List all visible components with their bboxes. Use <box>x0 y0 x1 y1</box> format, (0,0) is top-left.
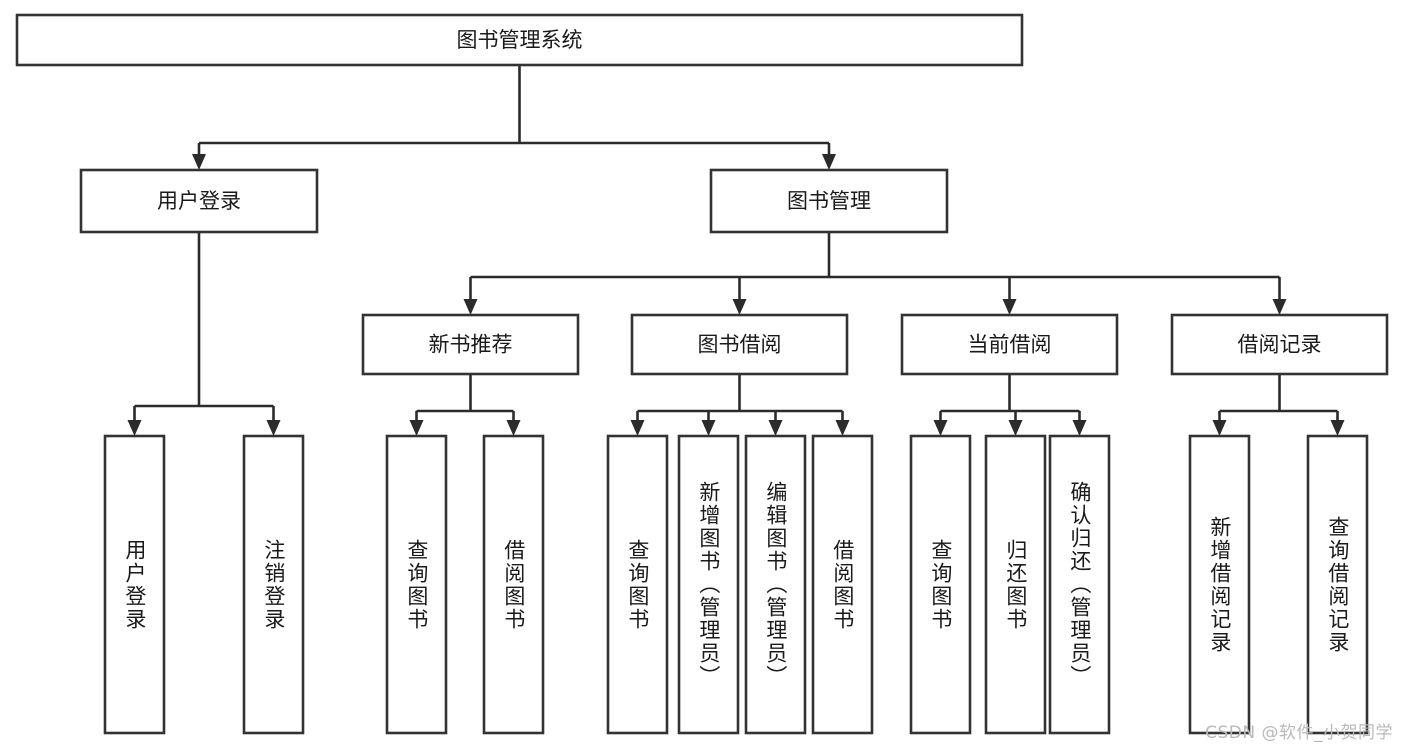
node-label-level3-3: 借阅记录 <box>1238 333 1322 357</box>
node-box-leaf-4[interactable] <box>606 434 669 735</box>
node-box-level3-2[interactable] <box>900 313 1119 376</box>
node-box-root[interactable] <box>15 13 1024 67</box>
edge-group-0-arrow-1 <box>506 420 521 436</box>
edge-group-3-arrow-0 <box>1212 420 1227 436</box>
edge-user-login-arrow-0 <box>127 420 142 436</box>
edge-group-0-arrow-0 <box>409 420 424 436</box>
edge-group-1-arrow-0 <box>630 420 645 436</box>
box-layer <box>15 13 1389 735</box>
node-box-leaf-8[interactable] <box>909 434 972 735</box>
edge-group-3-arrow-1 <box>1330 420 1345 436</box>
node-box-level2-0[interactable] <box>79 168 319 234</box>
edge-root-arrow-0 <box>192 154 206 170</box>
edge-group-1-arrow-1 <box>701 420 716 436</box>
edge-book-mgmt-arrow-2 <box>1002 299 1017 315</box>
node-label-root: 图书管理系统 <box>457 28 583 52</box>
edge-book-mgmt-arrow-1 <box>732 299 747 315</box>
edge-root-arrow-1 <box>822 154 836 170</box>
node-label-level3-1: 图书借阅 <box>698 333 782 357</box>
node-box-level3-1[interactable] <box>630 313 849 376</box>
connector-layer <box>127 65 1345 436</box>
node-box-level3-0[interactable] <box>361 313 580 376</box>
node-box-leaf-0[interactable] <box>103 434 166 735</box>
node-label-level3-0: 新书推荐 <box>429 333 513 357</box>
edge-group-2-arrow-0 <box>933 420 948 436</box>
node-label-level3-2: 当前借阅 <box>968 333 1052 357</box>
node-box-leaf-12[interactable] <box>1306 434 1369 735</box>
edge-group-1-arrow-2 <box>768 420 783 436</box>
node-box-leaf-7[interactable] <box>811 434 874 735</box>
edge-group-1-arrow-3 <box>835 420 850 436</box>
node-box-leaf-3[interactable] <box>482 434 545 735</box>
edge-group-2-arrow-1 <box>1008 420 1023 436</box>
edge-book-mgmt-arrow-3 <box>1272 299 1287 315</box>
node-box-level3-3[interactable] <box>1170 313 1389 376</box>
node-box-leaf-6[interactable] <box>744 434 807 735</box>
edge-group-2-arrow-2 <box>1072 420 1087 436</box>
node-box-leaf-9[interactable] <box>984 434 1047 735</box>
node-box-leaf-2[interactable] <box>385 434 448 735</box>
node-box-leaf-1[interactable] <box>242 434 305 735</box>
watermark: CSDN @软件_小贺同学 <box>1205 723 1393 743</box>
node-box-leaf-5[interactable] <box>677 434 740 735</box>
edge-user-login-arrow-1 <box>266 420 281 436</box>
node-box-level2-1[interactable] <box>709 168 949 234</box>
node-label-level2-0: 用户登录 <box>157 189 241 213</box>
node-box-leaf-11[interactable] <box>1188 434 1251 735</box>
node-label-level2-1: 图书管理 <box>787 189 871 213</box>
node-box-leaf-10[interactable] <box>1048 434 1111 735</box>
edge-book-mgmt-arrow-0 <box>463 299 478 315</box>
